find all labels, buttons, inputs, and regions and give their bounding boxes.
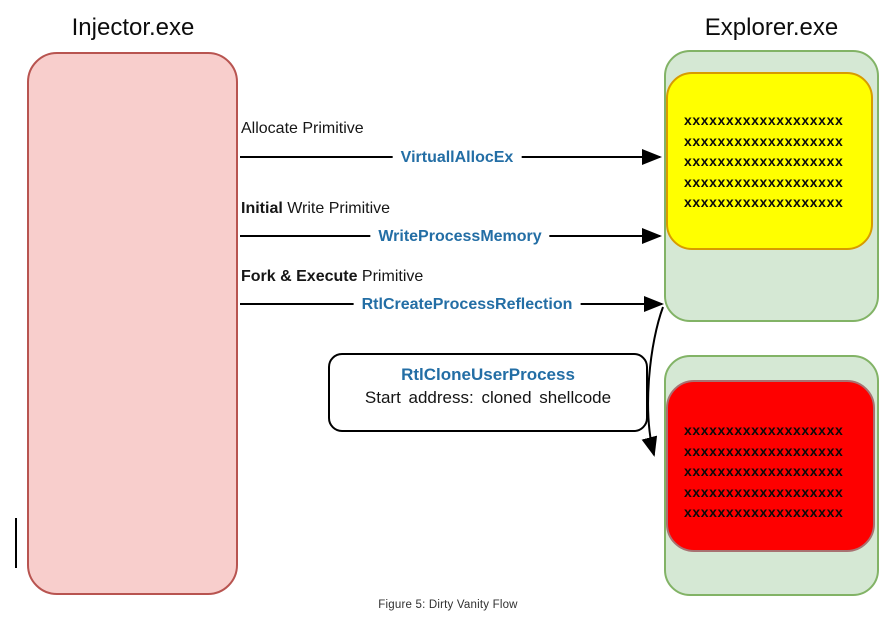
cloned-shellcode-memory-box: xxxxxxxxxxxxxxxxxxx xxxxxxxxxxxxxxxxxxx xx… bbox=[666, 380, 875, 552]
label-bold-part: Fork & Execute bbox=[241, 268, 358, 285]
label-rest-part: Write Primitive bbox=[282, 200, 391, 217]
figure-caption: Figure 5: Dirty Vanity Flow bbox=[378, 599, 518, 611]
rtlcloneuserprocess-callout: RtlCloneUserProcess Start address: clone… bbox=[328, 353, 648, 432]
explorer-process-title: Explorer.exe bbox=[704, 14, 839, 41]
memory-row: xxxxxxxxxxxxxxxxxxx bbox=[684, 463, 844, 480]
initial-write-primitive-label: Initial Write Primitive bbox=[241, 199, 390, 218]
allocated-shellcode-memory-box: xxxxxxxxxxxxxxxxxxx xxxxxxxxxxxxxxxxxxx xx… bbox=[666, 72, 873, 250]
label-rest-part: Primitive bbox=[357, 268, 424, 285]
clone-to-shellcode-curve-arrow bbox=[641, 306, 664, 457]
virtualallocex-api-label: VirtuallAllocEx bbox=[392, 148, 522, 168]
memory-row: xxxxxxxxxxxxxxxxxxx bbox=[684, 112, 844, 128]
callout-start-address-text: Start address: cloned shellcode bbox=[364, 388, 612, 407]
fork-execute-primitive-label: Fork & Execute Primitive bbox=[241, 267, 423, 286]
writeprocessmemory-api-label: WriteProcessMemory bbox=[370, 227, 550, 247]
memory-row: xxxxxxxxxxxxxxxxxxx bbox=[684, 504, 844, 521]
memory-row: xxxxxxxxxxxxxxxxxxx bbox=[684, 442, 844, 459]
label-bold-part: Initial bbox=[241, 200, 283, 217]
memory-row: xxxxxxxxxxxxxxxxxxx bbox=[684, 194, 844, 211]
injector-process-title: Injector.exe bbox=[71, 14, 195, 41]
allocate-primitive-label: Allocate Primitive bbox=[241, 119, 364, 138]
rtlcloneuserprocess-api-label: RtlCloneUserProcess bbox=[401, 365, 575, 384]
memory-row: xxxxxxxxxxxxxxxxxxx bbox=[684, 173, 844, 190]
rtlcreateprocessreflection-api-label: RtlCreateProcessReflection bbox=[353, 295, 581, 315]
memory-row: xxxxxxxxxxxxxxxxxxx bbox=[684, 132, 844, 149]
label-rest-part: Allocate Primitive bbox=[241, 120, 364, 137]
injector-process-box bbox=[27, 52, 238, 595]
memory-row: xxxxxxxxxxxxxxxxxxx bbox=[684, 483, 844, 500]
memory-row: xxxxxxxxxxxxxxxxxxx bbox=[684, 422, 844, 438]
memory-row: xxxxxxxxxxxxxxxxxxx bbox=[684, 153, 844, 170]
